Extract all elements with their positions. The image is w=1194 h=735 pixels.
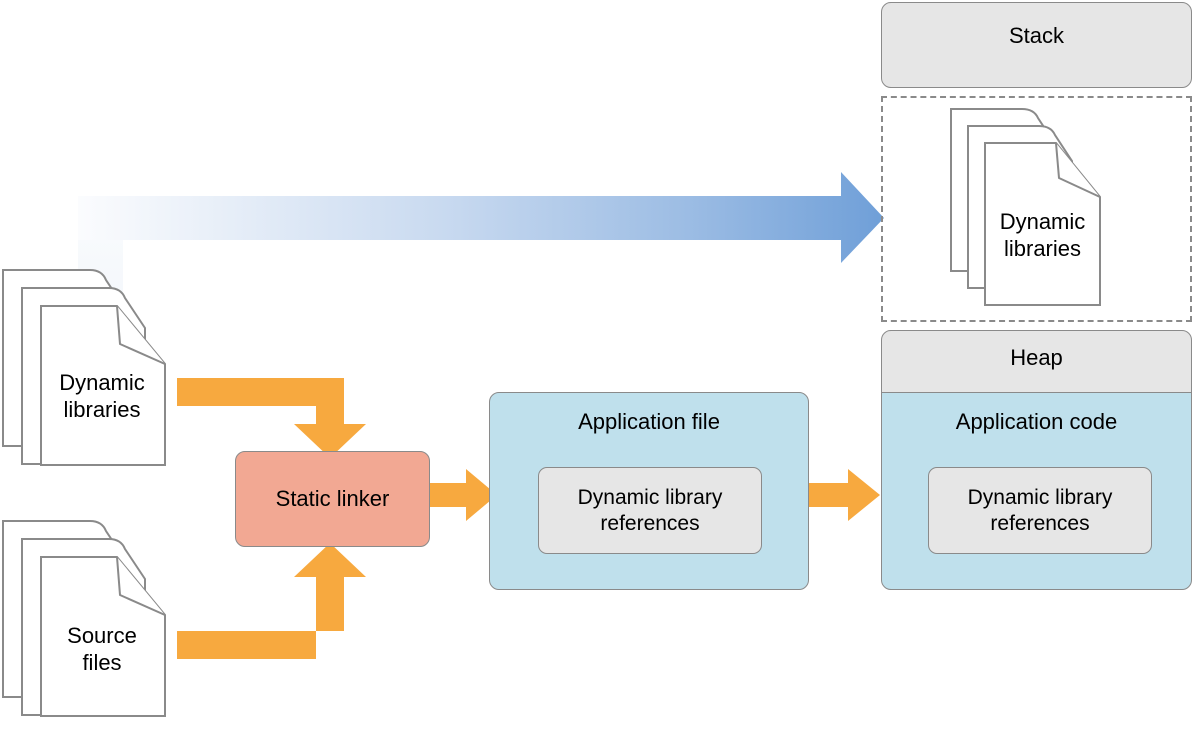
arrow-dynamic-libraries-to-linker (177, 378, 366, 458)
arrow-source-files-to-linker (177, 543, 366, 659)
dynamic-library-references-memory-label: Dynamic library references (967, 485, 1113, 535)
arrow-application-file-to-application-code (809, 469, 880, 521)
document-fold-corner (116, 305, 166, 365)
dynamic-library-references-file[interactable]: Dynamic library references (538, 467, 762, 554)
heap-region-label: Heap (1010, 345, 1063, 370)
dynamic-libraries-memory-front-sheet (950, 105, 1170, 335)
application-file-title: Application file (578, 409, 720, 434)
arrow-linker-to-application-file (428, 469, 497, 521)
dynamic-libraries-source-front-sheet (2, 266, 202, 496)
dynamic-libraries-memory-region (881, 96, 1192, 322)
document-sheet-front (984, 142, 1101, 306)
document-fold-corner (1055, 142, 1101, 198)
dynamic-library-references-memory[interactable]: Dynamic library references (928, 467, 1152, 554)
document-fold-corner (116, 556, 166, 616)
document-sheet-front (40, 556, 166, 717)
stack-region[interactable]: Stack (881, 2, 1192, 88)
stack-region-label: Stack (1008, 23, 1065, 48)
static-linker[interactable]: Static linker (235, 451, 430, 547)
dynamic-library-references-file-label: Dynamic library references (577, 485, 723, 535)
heap-region[interactable]: Heap (881, 330, 1192, 394)
static-linker-label: Static linker (275, 485, 390, 511)
source-files-front-sheet (2, 517, 202, 735)
application-code-title: Application code (955, 409, 1118, 434)
document-sheet-front (40, 305, 166, 466)
